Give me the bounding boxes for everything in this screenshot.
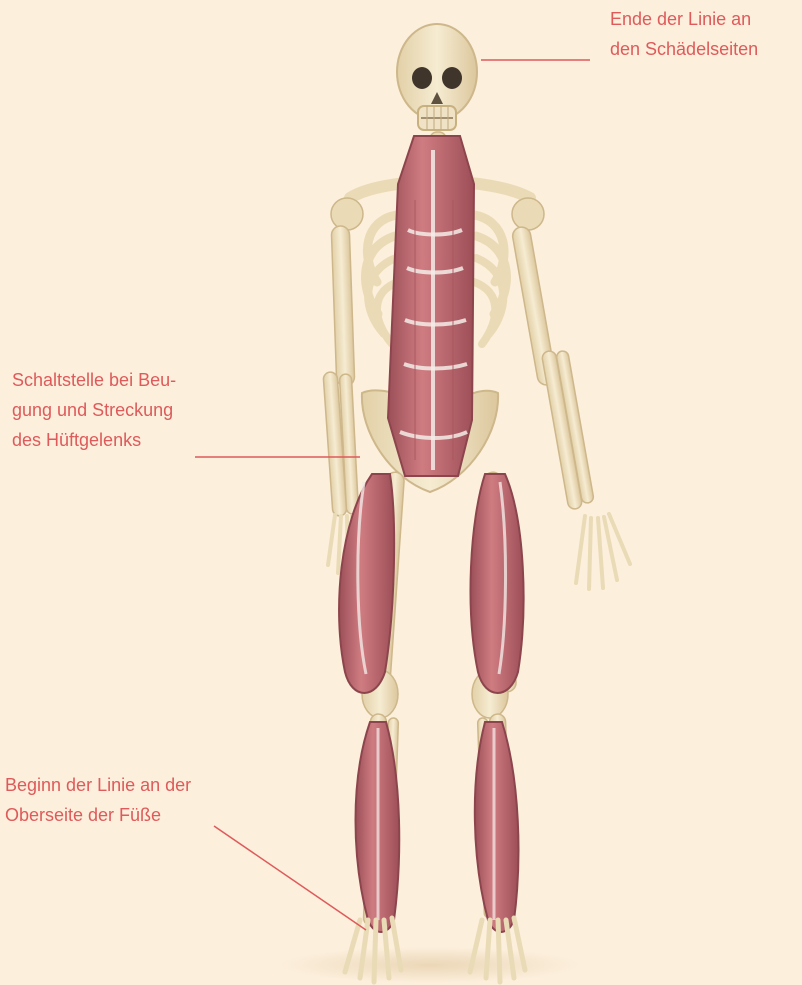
middle-callout-line-1: Schaltstelle bei Beu-	[12, 365, 176, 395]
bottom-callout-line	[214, 826, 366, 930]
floor-shadow	[280, 947, 580, 983]
top-callout-line-1: Ende der Linie an	[610, 4, 758, 34]
top-callout-label: Ende der Linie an den Schädelseiten	[610, 4, 758, 64]
middle-callout-line-3: des Hüftgelenks	[12, 425, 176, 455]
right-hand	[576, 514, 630, 589]
middle-callout-line-2: gung und Streckung	[12, 395, 176, 425]
skull	[397, 24, 477, 130]
bottom-callout-line-1: Beginn der Linie an der	[5, 770, 191, 800]
bottom-callout-label: Beginn der Linie an der Oberseite der Fü…	[5, 770, 191, 830]
top-callout-line-2: den Schädelseiten	[610, 34, 758, 64]
bottom-callout-line-2: Oberseite der Füße	[5, 800, 191, 830]
middle-callout-label: Schaltstelle bei Beu- gung und Streckung…	[12, 365, 176, 455]
superficial-front-line-torso	[388, 136, 474, 476]
